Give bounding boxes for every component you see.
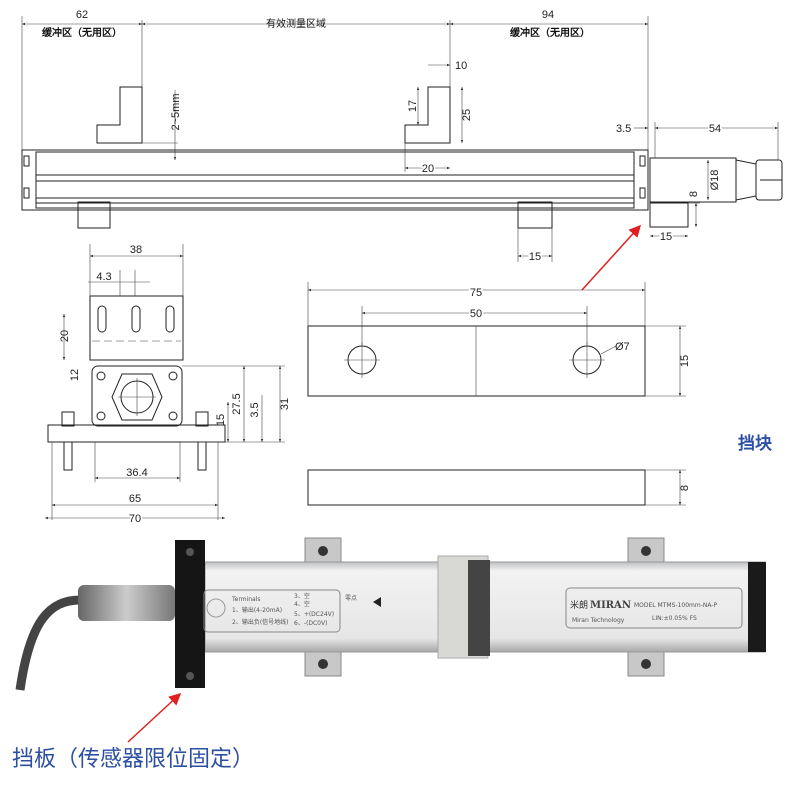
connector-end: [91, 365, 183, 427]
dim-65: 65: [129, 493, 141, 505]
dim-36-4: 36.4: [126, 467, 147, 479]
stop-block-label: 挡块: [738, 433, 773, 454]
buffer-zone-left-label: 缓冲区（无用区）: [41, 26, 122, 39]
dim-15-block: 15: [660, 231, 672, 243]
arrow-to-stop-block: [581, 224, 642, 291]
zero-point-label: 零点: [345, 594, 357, 602]
buffer-zone-right-label: 缓冲区（无用区）: [509, 26, 590, 39]
dim-25: 25: [461, 109, 473, 121]
connector: [649, 157, 737, 203]
arrow-to-limit-plate: [127, 692, 182, 743]
dim-3-5: 3.5: [616, 123, 631, 135]
dim-12: 12: [69, 369, 81, 381]
dim-20: 20: [422, 163, 434, 175]
connector-plug: [78, 585, 175, 621]
mount-base: [47, 424, 226, 443]
terminals-title: Terminals: [231, 596, 260, 603]
company-name: Miran Technology: [572, 617, 625, 624]
dim-15-block-height: 15: [679, 355, 691, 367]
dim-38: 38: [130, 244, 142, 256]
mounting-clamp: [77, 201, 111, 229]
dim-70: 70: [129, 513, 141, 525]
cable: [15, 595, 81, 691]
terminal-5: 5、+(DC24V): [294, 611, 334, 618]
linearity-label: LIN:±0.05% FS: [652, 615, 697, 622]
effective-range-label: 有效测量区域: [266, 17, 326, 30]
dim-27-5: 27.5: [231, 393, 243, 414]
dim-15-clamp: 15: [529, 251, 541, 263]
stop-block-side-view: [307, 469, 646, 506]
dim-4-3: 4.3: [96, 271, 111, 283]
dim-31: 31: [279, 398, 291, 410]
brand-cn: 米朗: [570, 599, 588, 610]
limit-plate-caption: 挡板（传感器限位固定）: [12, 747, 254, 772]
dim-17: 17: [407, 100, 419, 112]
zero-arrow-icon: [373, 597, 381, 607]
model-label: MODEL MTMS-100mm-NA-P: [634, 602, 717, 609]
stop-block-top: [307, 325, 646, 397]
sensor-body-outline: [21, 149, 649, 211]
end-view: 38 4.3 20 12 36.4 65 70 27.5 15 3.5: [45, 244, 291, 527]
dim-94: 94: [542, 9, 554, 21]
dim-3-5-end: 3.5: [249, 402, 261, 417]
magnet-bracket-right: [404, 86, 451, 144]
brand-logo: MIRAN: [590, 600, 631, 611]
hole-diameter: Ø7: [615, 341, 630, 353]
dim-8: 8: [688, 191, 700, 197]
dim-15-end: 15: [215, 414, 227, 426]
limit-plate: [175, 540, 205, 688]
top-view: 62 94 缓冲区（无用区） 缓冲区（无用区） 有效测量区域 2~5mm 10 …: [21, 9, 783, 265]
terminal-6: 6、-(DC0V): [294, 620, 327, 627]
magnet-bracket-left: [96, 86, 143, 144]
terminal-4: 4、空: [294, 600, 310, 608]
mount-plate-front: [89, 295, 184, 361]
stop-block-drawing: 75 50 Ø7 15 8 挡块: [307, 282, 773, 506]
terminal-2: 2、输出负(信号地线): [232, 618, 289, 626]
terminal-1: 1、输出(4-20mA): [232, 606, 282, 614]
terminal-3: 3、空: [294, 592, 310, 600]
dim-50: 50: [470, 308, 482, 320]
product-photo: Terminals 1、输出(4-20mA) 2、输出负(信号地线) 3、空 4…: [15, 537, 766, 691]
dim-62: 62: [76, 9, 88, 21]
dim-8-block: 8: [679, 485, 691, 491]
mounting-clamp: [517, 201, 553, 229]
dim-10: 10: [455, 60, 467, 72]
gap-label: 2~5mm: [170, 94, 182, 131]
dim-20-plate: 20: [59, 330, 71, 342]
diameter-18: Ø18: [709, 170, 721, 191]
dim-54: 54: [709, 123, 721, 135]
stop-block-side: [649, 202, 689, 228]
dim-75: 75: [470, 287, 482, 299]
